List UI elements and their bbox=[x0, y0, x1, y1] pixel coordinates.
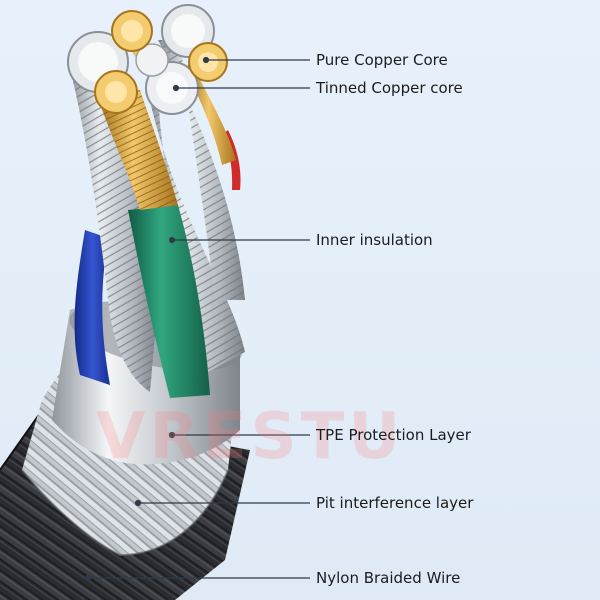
copper-core-face-top bbox=[111, 10, 153, 52]
label-inner-insulation: Inner insulation bbox=[316, 231, 433, 249]
blue-insulation bbox=[74, 230, 110, 385]
tinned-strand-bundle-left bbox=[68, 60, 158, 392]
conductor-end-faces bbox=[67, 4, 228, 115]
copper-core-face-left bbox=[94, 70, 138, 114]
brand-watermark: VRESTU bbox=[96, 400, 405, 474]
label-tpe-protection-layer: TPE Protection Layer bbox=[316, 426, 471, 444]
label-nylon-braided-wire: Nylon Braided Wire bbox=[316, 569, 461, 587]
label-pit-interference-layer: Pit interference layer bbox=[316, 494, 474, 512]
copper-core-face-right bbox=[188, 42, 228, 82]
tinned-core-face-small bbox=[135, 43, 169, 77]
tinned-strand-bundle-right bbox=[148, 40, 245, 372]
inner-insulation-green bbox=[128, 205, 210, 398]
label-pure-copper-core: Pure Copper Core bbox=[316, 51, 448, 69]
leader-lines bbox=[84, 56, 310, 582]
label-tinned-copper-core: Tinned Copper core bbox=[316, 79, 463, 97]
